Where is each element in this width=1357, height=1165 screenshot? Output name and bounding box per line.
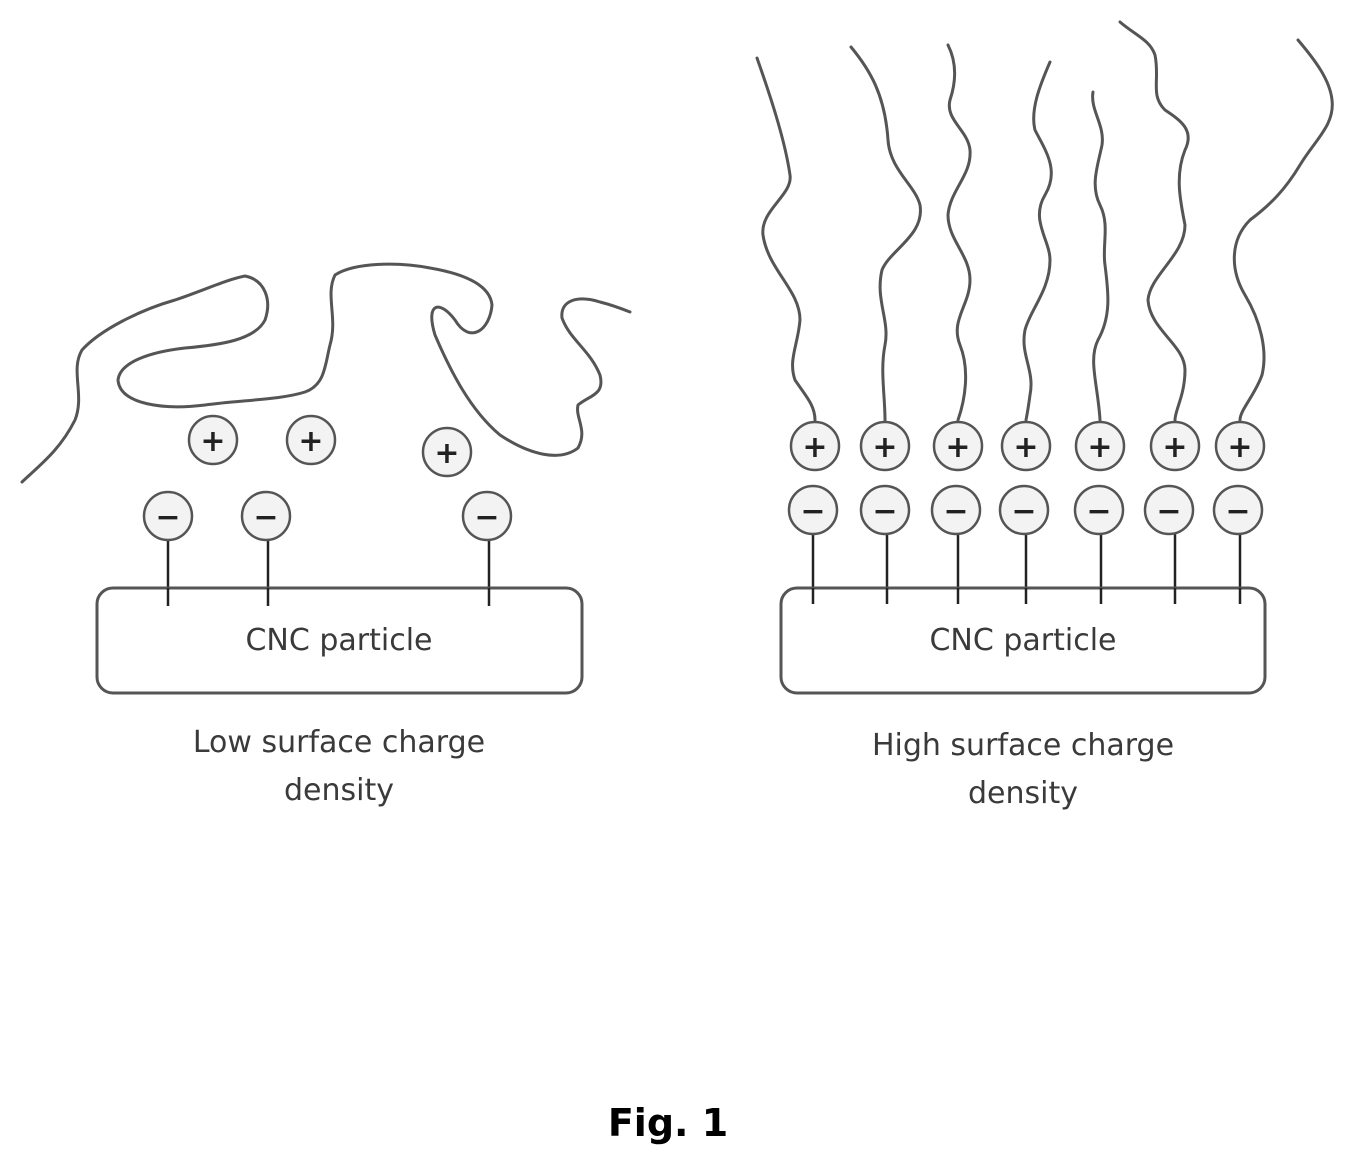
polymer-chain-extended [1118, 20, 1190, 422]
polymer-chain-extended [849, 45, 922, 422]
plus-sign: + [872, 430, 897, 465]
plus-sign: + [1087, 430, 1112, 465]
cation [1214, 420, 1266, 472]
cation [1149, 420, 1201, 472]
anion [1073, 484, 1125, 536]
cation [421, 426, 473, 478]
caption-line-2: density [284, 773, 394, 808]
panel-high-charge: + + + + + + + − − − − − − − [755, 20, 1334, 811]
minus-sign: − [1156, 494, 1181, 529]
plus-sign: + [200, 424, 225, 459]
minus-sign: − [155, 500, 180, 535]
minus-sign: − [253, 500, 278, 535]
plus-sign: + [1013, 430, 1038, 465]
plus-sign: + [945, 430, 970, 465]
figure-label: Fig. 1 [608, 1101, 728, 1145]
polymer-chain-extended [755, 56, 817, 422]
polymer-chain-extended [1091, 90, 1110, 422]
caption-line-2: density [968, 776, 1078, 811]
cation [859, 420, 911, 472]
minus-sign: − [1225, 494, 1250, 529]
caption-line-1: High surface charge [872, 728, 1174, 763]
minus-sign: − [872, 494, 897, 529]
minus-sign: − [800, 494, 825, 529]
anion [1143, 484, 1195, 536]
cation [1074, 420, 1126, 472]
plus-sign: + [802, 430, 827, 465]
plus-sign: + [1162, 430, 1187, 465]
anion [930, 484, 982, 536]
minus-sign: − [1011, 494, 1036, 529]
polymer-chain-coiled [20, 262, 632, 484]
anion [1212, 484, 1264, 536]
plus-sign: + [434, 436, 459, 471]
cation [789, 420, 841, 472]
plus-sign: + [298, 424, 323, 459]
anion [142, 490, 194, 542]
minus-sign: − [474, 500, 499, 535]
cation [187, 414, 239, 466]
polymer-chain-extended [1022, 60, 1053, 422]
minus-sign: − [1086, 494, 1111, 529]
cation [932, 420, 984, 472]
cnc-particle-box [95, 586, 584, 695]
polymer-chain-extended [946, 43, 972, 422]
anion [859, 484, 911, 536]
cation [1000, 420, 1052, 472]
anion [461, 490, 513, 542]
anion [787, 484, 839, 536]
cation [285, 414, 337, 466]
particle-label: CNC particle [245, 623, 432, 658]
caption-line-1: Low surface charge [193, 725, 485, 760]
cnc-particle-box [779, 586, 1267, 695]
anion [998, 484, 1050, 536]
panel-low-charge: + + + − − − CNC particle Low surface cha… [20, 262, 632, 808]
polymer-chain-extended [1232, 38, 1334, 422]
minus-sign: − [943, 494, 968, 529]
anion [240, 490, 292, 542]
plus-sign: + [1227, 430, 1252, 465]
particle-label: CNC particle [929, 623, 1116, 658]
